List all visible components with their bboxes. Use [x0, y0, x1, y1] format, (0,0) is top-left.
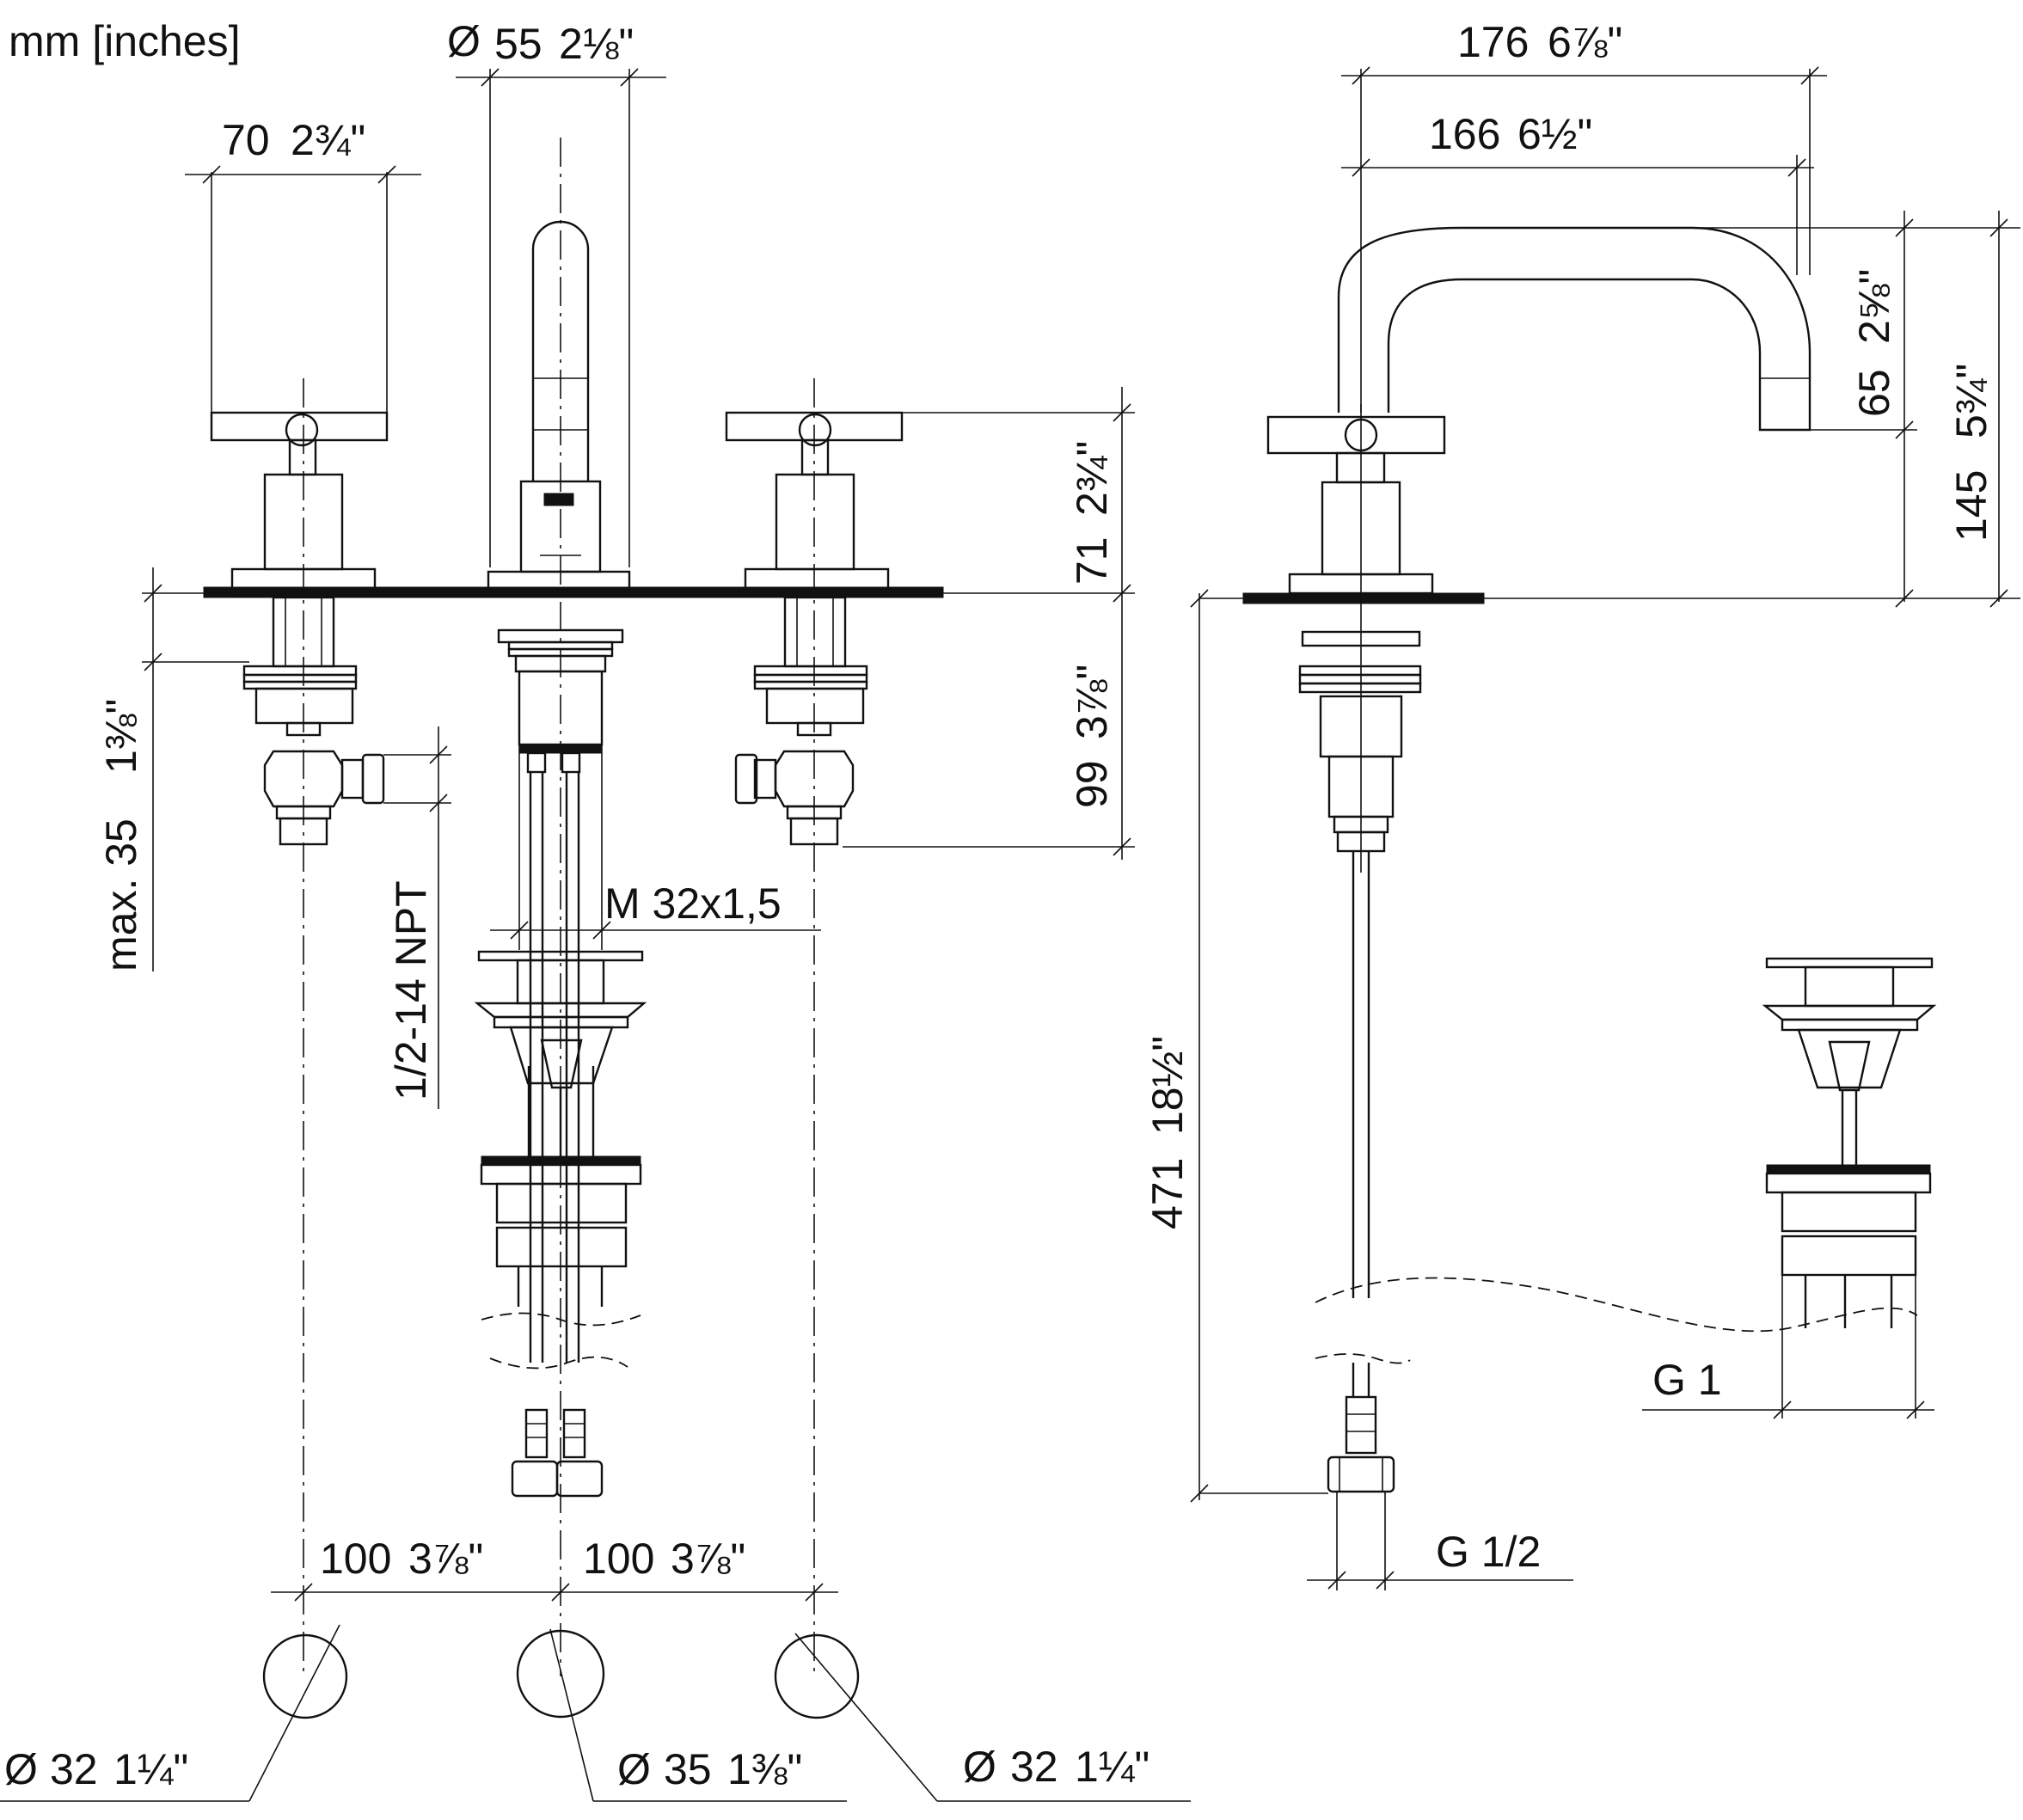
left-escutcheon [230, 567, 377, 590]
svg-text:6⅞": 6⅞" [1548, 18, 1622, 66]
side-hose-nut [1327, 1455, 1395, 1493]
dim-spout-diameter: 55 [494, 20, 543, 68]
right-escutcheon [744, 567, 890, 590]
svg-text:2⅛": 2⅛" [559, 20, 634, 68]
svg-text:2¾": 2¾" [291, 116, 365, 164]
right-side-outlet [734, 753, 758, 805]
right-handle-cap [798, 413, 832, 447]
dim-depth-total: 176 [1457, 18, 1529, 66]
dimension-lines [142, 66, 2020, 1602]
dim-hole-left: 32 [50, 1745, 98, 1793]
spout-front [481, 220, 641, 1498]
svg-text:Ø: Ø [447, 17, 481, 65]
svg-text:6½": 6½" [1517, 110, 1592, 158]
hole-right [774, 1633, 860, 1719]
pop-up-drain-side [1762, 957, 1937, 1328]
dim-npt-thread: 1/2-14 NPT [387, 880, 435, 1100]
drain-basket [509, 1026, 614, 1085]
left-valve [210, 411, 389, 846]
svg-text:Ø: Ø [963, 1743, 996, 1791]
dim-hole-right: 32 [1010, 1743, 1058, 1791]
dim-spout-drop: 65 [1850, 369, 1898, 417]
dimension-labels: mm [inches] Ø 55 2⅛" 70 2¾" 176 6⅞" 166 … [4, 17, 1995, 1793]
deck-holes [0, 1624, 1191, 1802]
units-note: mm [inches] [9, 17, 241, 65]
right-valve [725, 411, 904, 846]
dim-depth-spout: 166 [1429, 110, 1500, 158]
dim-hose-thread: G 1/2 [1436, 1528, 1541, 1576]
dim-handle-width: 70 [222, 116, 270, 164]
svg-text:2⅝": 2⅝" [1850, 269, 1898, 344]
spout-escutcheon [487, 570, 631, 592]
dim-valve-height: 71 [1068, 536, 1116, 585]
svg-text:1⅜": 1⅜" [727, 1745, 802, 1793]
left-valve-nut [263, 750, 344, 808]
right-valve-body [775, 473, 855, 571]
hose-nut-left [511, 1460, 559, 1498]
front-view [0, 138, 1191, 1802]
dim-drain-thread: M 32x1,5 [604, 879, 782, 928]
svg-text:5¾": 5¾" [1947, 364, 1995, 438]
svg-text:Ø: Ø [4, 1745, 38, 1793]
side-spout [1337, 226, 1812, 432]
svg-text:1¼": 1¼" [1075, 1743, 1149, 1791]
side-handle [1266, 415, 1446, 455]
svg-text:Ø: Ø [617, 1745, 651, 1793]
dim-hole-center: 35 [664, 1745, 712, 1793]
side-view [1242, 226, 1937, 1493]
dim-hose-length: 471 [1143, 1158, 1192, 1229]
dim-spacing-left: 100 [320, 1535, 391, 1583]
deck-plate [203, 586, 944, 598]
side-deck-plate [1242, 592, 1485, 604]
pop-up-drain-front [474, 950, 647, 1307]
left-cross-handle [210, 411, 389, 442]
hole-left [262, 1633, 348, 1719]
svg-text:3⅞": 3⅞" [1068, 665, 1116, 739]
svg-text:3⅞": 3⅞" [671, 1535, 745, 1583]
dim-spacing-right: 100 [583, 1535, 654, 1583]
svg-text:2¾": 2¾" [1068, 441, 1116, 516]
hole-center [516, 1629, 605, 1719]
left-handle-cap [285, 413, 319, 447]
dim-spout-height: 145 [1947, 470, 1995, 542]
svg-text:18½": 18½" [1143, 1036, 1192, 1135]
svg-text:3⅞": 3⅞" [408, 1535, 483, 1583]
hose-nut-right [555, 1460, 604, 1498]
dim-waste-thread: G 1 [1652, 1356, 1722, 1404]
svg-text:1⅜": 1⅜" [97, 699, 145, 774]
svg-text:1¼": 1¼" [113, 1745, 188, 1793]
dim-below-deck: 99 [1068, 760, 1116, 808]
brand-logo-mark [543, 493, 574, 506]
dim-max-deck: max. 35 [97, 818, 145, 971]
spout-neck [531, 220, 590, 481]
left-side-outlet [361, 753, 385, 805]
